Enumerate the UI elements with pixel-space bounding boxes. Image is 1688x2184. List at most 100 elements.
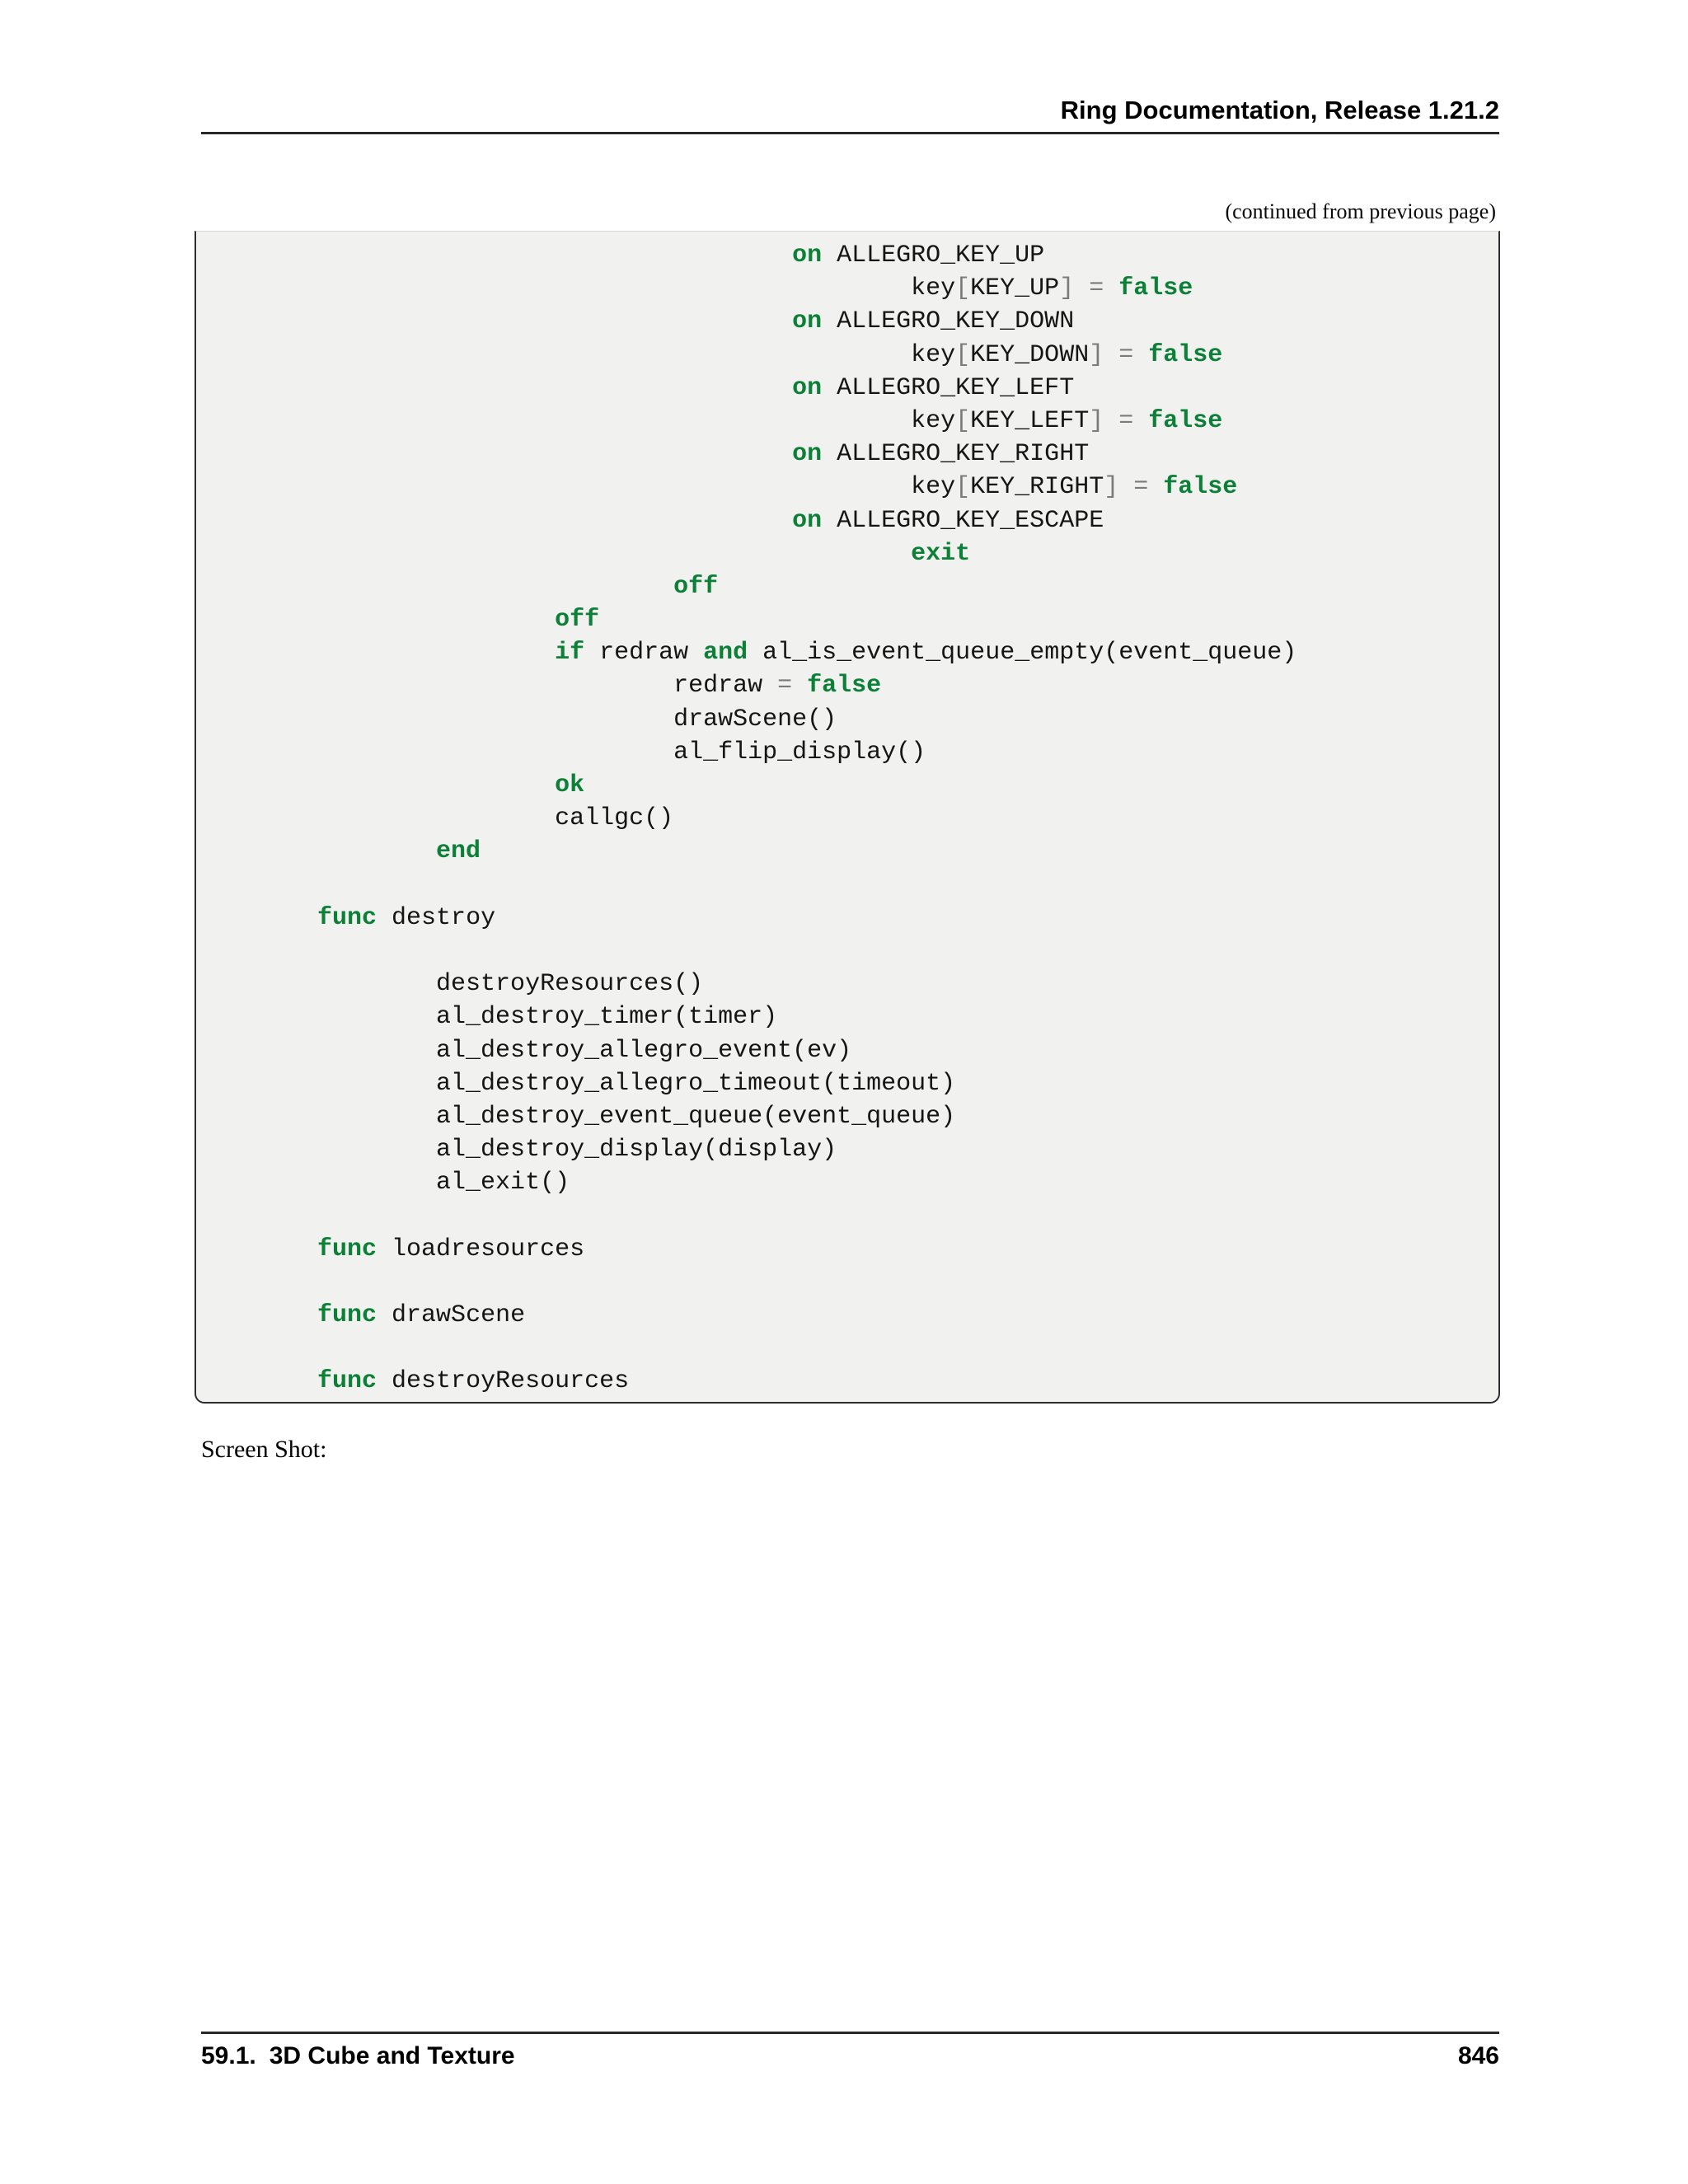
code-line: func loadresources xyxy=(199,1233,1493,1266)
code-line: on ALLEGRO_KEY_ESCAPE xyxy=(199,504,1493,537)
code-text xyxy=(199,573,673,601)
code-text: ALLEGRO_KEY_LEFT xyxy=(822,373,1075,402)
code-text xyxy=(1133,407,1148,435)
code-line: ok xyxy=(199,769,1493,802)
code-line: key[KEY_LEFT] = false xyxy=(199,405,1493,438)
code-text: key xyxy=(199,340,956,369)
code-keyword: end xyxy=(436,837,481,866)
header-rule xyxy=(201,132,1499,134)
code-operator: ] xyxy=(1104,473,1119,502)
page-footer: 59.1.3D Cube and Texture 846 xyxy=(201,2042,1499,2070)
code-keyword: on xyxy=(792,307,823,336)
code-text: destroy xyxy=(377,903,496,932)
code-keyword: func xyxy=(317,1235,377,1263)
code-operator: = xyxy=(1118,406,1134,435)
code-line: al_destroy_display(display) xyxy=(199,1133,1493,1166)
code-line: func drawScene xyxy=(199,1299,1493,1332)
code-text xyxy=(199,837,436,865)
code-text xyxy=(199,241,792,269)
code-operator: ] xyxy=(1059,274,1075,303)
code-keyword: false xyxy=(1163,473,1238,502)
continued-from-previous-page-note: (continued from previous page) xyxy=(1225,199,1496,223)
code-line: callgc() xyxy=(199,802,1493,835)
code-line: key[KEY_DOWN] = false xyxy=(199,339,1493,372)
code-line: al_destroy_allegro_timeout(timeout) xyxy=(199,1067,1493,1100)
code-listing: on ALLEGRO_KEY_UP key[KEY_UP] = false on… xyxy=(196,232,1498,1399)
code-line: on ALLEGRO_KEY_DOWN xyxy=(199,305,1493,338)
code-line: func destroyResources xyxy=(199,1365,1493,1398)
code-text xyxy=(199,771,555,799)
code-text xyxy=(199,904,317,932)
code-line: redraw = false xyxy=(199,669,1493,702)
screenshot-caption: Screen Shot: xyxy=(201,1436,327,1463)
code-text xyxy=(199,606,555,634)
code-text: callgc() xyxy=(199,804,674,833)
code-text: al_exit() xyxy=(199,1169,570,1197)
code-text: al_destroy_display(display) xyxy=(199,1136,837,1165)
code-text: destroyResources xyxy=(377,1367,630,1396)
code-operator: = xyxy=(1118,340,1134,369)
code-line: al_destroy_event_queue(event_queue) xyxy=(199,1100,1493,1133)
code-line xyxy=(199,1199,1493,1232)
code-line: al_exit() xyxy=(199,1166,1493,1199)
code-line xyxy=(199,869,1493,902)
code-text xyxy=(199,1301,317,1329)
code-text: ALLEGRO_KEY_RIGHT xyxy=(822,440,1090,469)
code-line: off xyxy=(199,603,1493,636)
code-keyword: false xyxy=(807,672,882,701)
code-keyword: and xyxy=(703,639,748,668)
code-text: al_is_event_queue_empty(event_queue) xyxy=(748,639,1297,668)
code-text xyxy=(199,1235,317,1263)
code-operator: [ xyxy=(955,340,971,369)
code-text xyxy=(199,540,911,568)
code-keyword: exit xyxy=(911,539,971,568)
code-text: ALLEGRO_KEY_DOWN xyxy=(822,307,1075,336)
code-keyword: func xyxy=(317,1301,377,1329)
code-text: al_flip_display() xyxy=(199,738,926,766)
code-line: off xyxy=(199,570,1493,603)
code-operator: [ xyxy=(955,406,971,435)
code-line: drawScene() xyxy=(199,703,1493,736)
code-operator: = xyxy=(777,672,793,701)
code-line: end xyxy=(199,835,1493,868)
code-text xyxy=(1074,274,1089,302)
code-text: ALLEGRO_KEY_ESCAPE xyxy=(822,506,1104,535)
code-line: if redraw and al_is_event_queue_empty(ev… xyxy=(199,636,1493,669)
code-text: al_destroy_timer(timer) xyxy=(199,1003,778,1032)
code-keyword: if xyxy=(555,639,585,668)
code-text: ALLEGRO_KEY_UP xyxy=(822,241,1045,269)
code-text: KEY_DOWN xyxy=(970,340,1090,369)
code-text: KEY_UP xyxy=(970,274,1060,303)
code-text: drawScene xyxy=(377,1301,526,1329)
code-line xyxy=(199,935,1493,968)
code-text: KEY_RIGHT xyxy=(970,473,1104,502)
code-line: al_destroy_allegro_event(ev) xyxy=(199,1034,1493,1067)
code-text xyxy=(1133,341,1148,369)
code-text: key xyxy=(199,406,956,435)
code-operator: ] xyxy=(1089,406,1104,435)
code-line: al_flip_display() xyxy=(199,736,1493,769)
code-keyword: off xyxy=(555,606,600,635)
footer-section-title: 3D Cube and Texture xyxy=(269,2042,515,2069)
footer-rule xyxy=(201,2032,1499,2034)
code-text: redraw xyxy=(199,672,778,701)
code-keyword: on xyxy=(792,241,823,269)
code-line xyxy=(199,1332,1493,1365)
code-text xyxy=(199,440,792,468)
code-line: key[KEY_UP] = false xyxy=(199,272,1493,305)
code-text xyxy=(199,639,555,667)
code-line: destroyResources() xyxy=(199,968,1493,1001)
code-line: on ALLEGRO_KEY_RIGHT xyxy=(199,438,1493,471)
code-operator: ] xyxy=(1089,340,1104,369)
header-title: Ring Documentation, Release 1.21.2 xyxy=(1060,96,1499,124)
code-operator: [ xyxy=(955,274,971,303)
code-text xyxy=(1118,473,1133,501)
code-keyword: false xyxy=(1148,406,1223,435)
code-text: redraw xyxy=(584,639,704,668)
code-keyword: func xyxy=(317,1367,377,1396)
footer-section: 59.1.3D Cube and Texture xyxy=(201,2042,515,2070)
code-keyword: on xyxy=(792,440,823,469)
code-line xyxy=(199,1266,1493,1299)
code-keyword: false xyxy=(1148,340,1223,369)
